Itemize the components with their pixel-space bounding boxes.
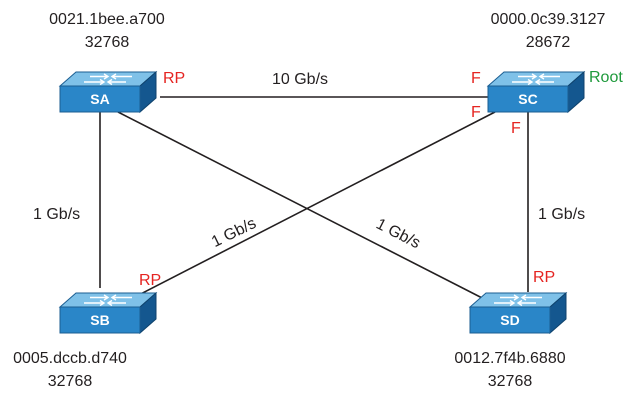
sc-port-role-3: F (511, 120, 521, 137)
sc-port-role-2: F (471, 104, 481, 121)
switch-sc: SC (487, 71, 585, 113)
sb-port-role: RP (139, 272, 161, 289)
sa-mac: 0021.1bee.a700 (49, 11, 165, 28)
sd-priority: 32768 (488, 373, 533, 390)
switch-sb: SB (59, 292, 157, 334)
speed-sc-sd: 1 Gb/s (538, 206, 585, 223)
speed-sa-sc: 10 Gb/s (272, 71, 328, 88)
link-sb-sc (124, 111, 496, 303)
sc-port-role-1: F (471, 70, 481, 87)
sc-mac: 0000.0c39.3127 (491, 11, 606, 28)
sc-priority: 28672 (526, 34, 571, 51)
switch-sb-name: SB (90, 312, 109, 328)
sb-priority: 32768 (48, 373, 93, 390)
switch-sc-name: SC (518, 91, 537, 107)
switch-sa: SA (59, 71, 157, 113)
speed-sa-sb: 1 Gb/s (33, 206, 80, 223)
sa-priority: 32768 (85, 34, 130, 51)
switch-sa-name: SA (90, 91, 109, 107)
sd-mac: 0012.7f4b.6880 (454, 350, 565, 367)
links (99, 96, 529, 303)
link-sa-sd (117, 111, 491, 303)
sa-port-role: RP (163, 70, 185, 87)
sc-root-label: Root (589, 69, 623, 86)
sd-port-role: RP (533, 269, 555, 286)
switch-sd-name: SD (500, 312, 519, 328)
sb-mac: 0005.dccb.d740 (13, 350, 127, 367)
switch-sd: SD (469, 292, 567, 334)
